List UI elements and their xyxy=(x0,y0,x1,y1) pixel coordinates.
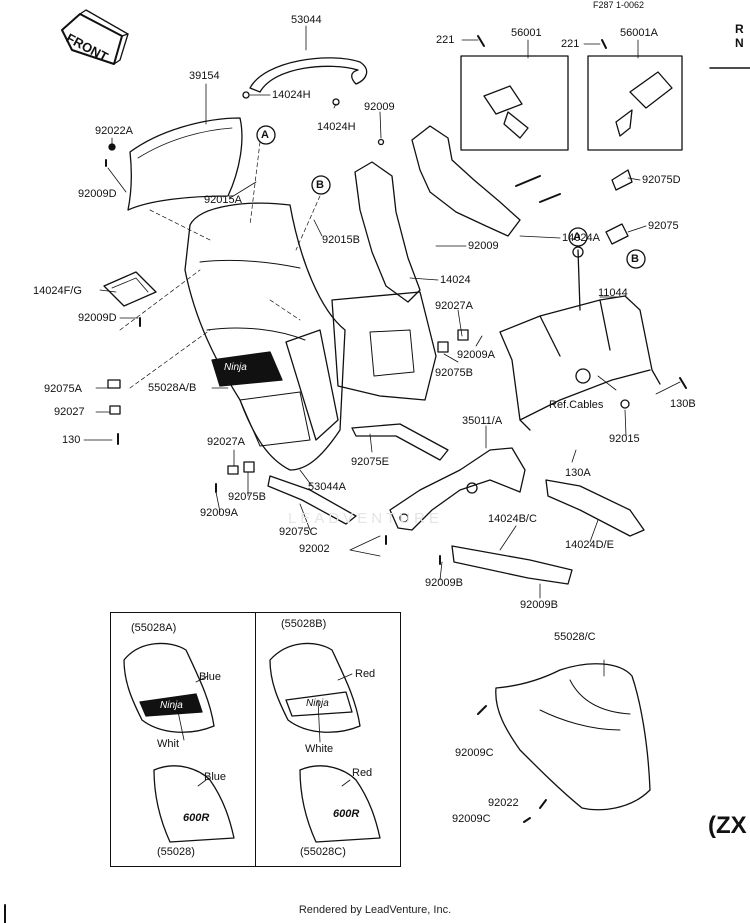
part-92075B-2: 92075B xyxy=(228,491,266,503)
part-221-1: 221 xyxy=(436,34,455,46)
variant-left-top-color1: Blue xyxy=(199,671,222,683)
part-92075C: 92075C xyxy=(279,526,318,538)
part-56001A: 56001A xyxy=(620,27,658,39)
part-92009A-2: 92009A xyxy=(200,507,238,519)
part-92075A: 92075A xyxy=(44,383,82,395)
part-92015A: 92015A xyxy=(204,194,242,206)
part-35011A: 35011/A xyxy=(462,415,503,427)
part-92027A-1: 92027A xyxy=(435,300,473,312)
strip-92075E xyxy=(351,423,449,461)
part-39154: 39154 xyxy=(189,70,220,82)
variant-left-top-code: (55028A) xyxy=(131,622,177,634)
front-arrow-icon xyxy=(61,9,129,65)
part-92015B: 92015B xyxy=(322,234,360,246)
part-55028C-top: 55028/C xyxy=(554,631,596,643)
callout-b-2: B xyxy=(631,253,639,265)
variant-cowl-left-top xyxy=(123,642,215,733)
part-221-2: 221 xyxy=(561,38,580,50)
part-14024FG: 14024F/G xyxy=(33,285,82,297)
part-92009C-2: 92009C xyxy=(452,813,491,825)
part-92075E: 92075E xyxy=(351,456,389,468)
part-92015: 92015 xyxy=(609,433,640,445)
variant-box-right xyxy=(255,612,401,867)
part-55028AB: 55028A/B xyxy=(148,382,197,394)
ref-cables: Ref.Cables xyxy=(549,399,604,411)
decal-600r-right: 600R xyxy=(333,808,360,820)
part-130B: 130B xyxy=(670,398,696,410)
part-92009D-1: 92009D xyxy=(78,188,117,200)
part-92009B-2: 92009B xyxy=(520,599,558,611)
part-92075B-1: 92075B xyxy=(435,367,473,379)
frame-11044 xyxy=(499,295,661,431)
watermark: LEADVENTURE xyxy=(288,510,443,527)
variant-left-bottom-color: Blue xyxy=(204,771,227,783)
part-53044: 53044 xyxy=(291,14,322,26)
variant-cowl-right-top xyxy=(269,642,361,733)
variant-right-top-color2: White xyxy=(305,743,334,755)
callout-a-1: A xyxy=(261,129,269,141)
decal-ninja-main: Ninja xyxy=(224,362,247,373)
bracket-14024D xyxy=(545,479,645,537)
mirror-right xyxy=(615,71,673,137)
variant-left-top-color2: Whit xyxy=(157,738,179,750)
decal-600r-left: 600R xyxy=(183,812,210,824)
part-92075: 92075 xyxy=(648,220,679,232)
windshield-shape xyxy=(127,117,243,211)
part-53044A: 53044A xyxy=(308,481,346,493)
callout-a-2: A xyxy=(573,231,581,243)
header-right-r: R xyxy=(735,22,744,36)
decal-ninja-right: Ninja xyxy=(306,698,329,709)
part-92075D: 92075D xyxy=(642,174,681,186)
footer-credit: Rendered by LeadVenture, Inc. xyxy=(298,904,452,916)
variant-cowl-right-bottom xyxy=(299,765,381,843)
part-92009C-1: 92009C xyxy=(455,747,494,759)
strip-92075C xyxy=(267,475,357,525)
variant-box-left xyxy=(110,612,256,867)
part-130A: 130A xyxy=(565,467,591,479)
bracket-14024B xyxy=(451,545,573,585)
model-code: (ZX xyxy=(708,812,747,839)
variant-right-bottom-code: (55028C) xyxy=(300,846,346,858)
part-92009B-1: 92009B xyxy=(425,577,463,589)
part-14024H-2: 14024H xyxy=(317,121,356,133)
variant-right-top-color1: Red xyxy=(355,668,376,680)
callout-b-1: B xyxy=(316,179,324,191)
part-11044: 11044 xyxy=(598,287,628,299)
part-14024DE: 14024D/E xyxy=(565,539,614,551)
part-14024A: 14024A xyxy=(562,232,600,244)
part-92009A-1: 92009A xyxy=(457,349,495,361)
bracket-35011 xyxy=(389,447,526,531)
part-92009-mid: 92009 xyxy=(468,240,499,252)
part-14024: 14024 xyxy=(440,274,471,286)
part-92009-top: 92009 xyxy=(364,101,395,113)
part-56001: 56001 xyxy=(511,27,542,39)
part-14024BC: 14024B/C xyxy=(488,513,537,525)
part-92022A: 92022A xyxy=(95,125,133,137)
mirror-left xyxy=(483,85,529,139)
part-92027: 92027 xyxy=(54,406,85,418)
variant-left-bottom-code: (55028) xyxy=(157,846,195,858)
header-right-n: N xyxy=(735,36,744,50)
variant-right-top-code: (55028B) xyxy=(281,618,327,630)
inner-panel-14024 xyxy=(354,161,421,303)
part-92009D-2: 92009D xyxy=(78,312,117,324)
variant-right-bottom-color: Red xyxy=(352,767,373,779)
bracket-14024F xyxy=(103,271,157,307)
decal-ninja-left: Ninja xyxy=(160,700,183,711)
figure-code: F287 1-0062 xyxy=(593,0,645,10)
stay-53044 xyxy=(249,57,368,93)
variant-cowl-left-bottom xyxy=(153,765,235,843)
part-92002: 92002 xyxy=(299,543,330,555)
lower-cowl-shape xyxy=(495,663,651,811)
part-92027A-2: 92027A xyxy=(207,436,245,448)
part-92022: 92022 xyxy=(488,797,519,809)
inner-panel-14024A xyxy=(411,125,521,237)
part-130: 130 xyxy=(62,434,81,446)
part-14024H-1: 14024H xyxy=(272,89,311,101)
